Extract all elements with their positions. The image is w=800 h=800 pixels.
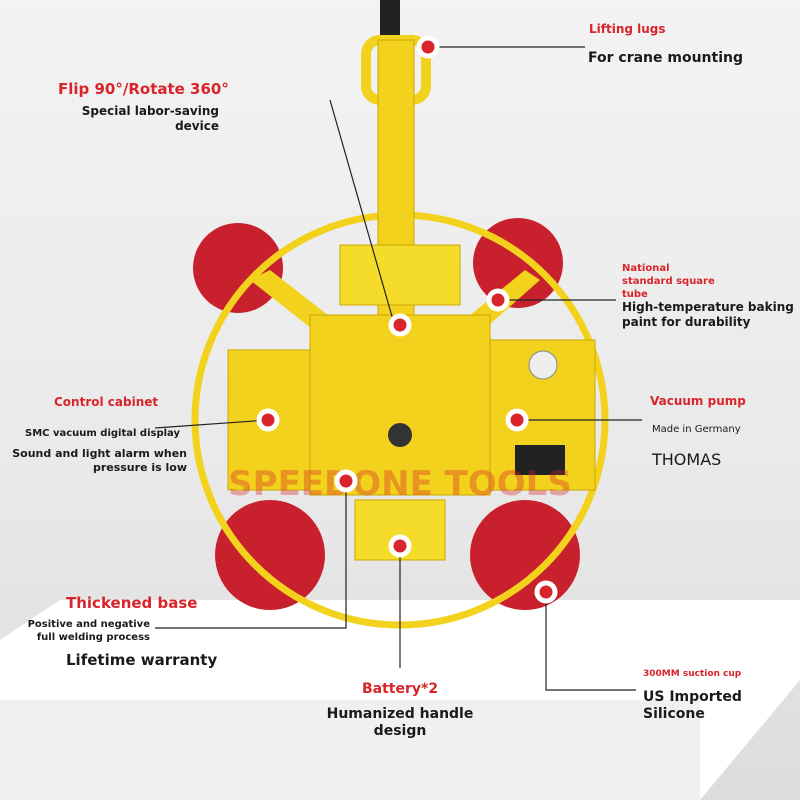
- suction-cup: [470, 500, 580, 610]
- center-plate: [309, 314, 491, 496]
- callout-desc: paint for durability: [622, 315, 751, 329]
- callout-title: 300MM suction cup: [643, 669, 742, 679]
- callout-title: standard square: [622, 276, 715, 287]
- pump-label: [515, 445, 565, 475]
- callout-markers: [256, 35, 558, 604]
- callout-desc: US Imported: [643, 689, 742, 705]
- callout-desc: For crane mounting: [588, 50, 743, 66]
- callout-title: Battery*2: [362, 681, 439, 697]
- callout-desc: Positive and negative: [27, 619, 150, 630]
- callout-desc: Sound and light alarm when: [12, 447, 187, 460]
- callout-title: Lifting lugs: [589, 22, 666, 36]
- leader-lines: [154, 46, 642, 691]
- callout-title: Control cabinet: [54, 395, 159, 409]
- callout-desc: design: [373, 723, 427, 739]
- callout-desc: Silicone: [643, 706, 705, 722]
- callout-desc: High-temperature baking: [622, 300, 794, 314]
- watermark: SPEEDONE TOOLS: [228, 464, 572, 504]
- pump-brand: THOMAS: [652, 450, 722, 469]
- pressure-gauge: [528, 350, 558, 380]
- callout-title: Thickened base: [66, 594, 198, 612]
- suction-cup: [215, 500, 325, 610]
- callout-title: Vacuum pump: [650, 394, 746, 408]
- rotation-knob: [388, 423, 412, 447]
- callout-desc: Made in Germany: [652, 424, 741, 435]
- suction-cup: [193, 223, 283, 313]
- callout-title: Flip 90°/Rotate 360°: [58, 80, 229, 98]
- callout-desc: Special labor-saving: [81, 104, 219, 118]
- platform-front: [0, 700, 700, 800]
- callout-desc: full welding process: [36, 632, 150, 643]
- callout-title: National: [622, 263, 670, 274]
- callout-desc: SMC vacuum digital display: [25, 428, 180, 439]
- callout-desc: device: [175, 119, 219, 133]
- callout-desc: pressure is low: [92, 461, 187, 474]
- callout-desc: Lifetime warranty: [66, 651, 218, 669]
- callout-title: tube: [622, 289, 648, 300]
- upper-box: [339, 244, 461, 306]
- callout-desc: Humanized handle: [326, 706, 474, 722]
- crane-strap: [380, 0, 400, 40]
